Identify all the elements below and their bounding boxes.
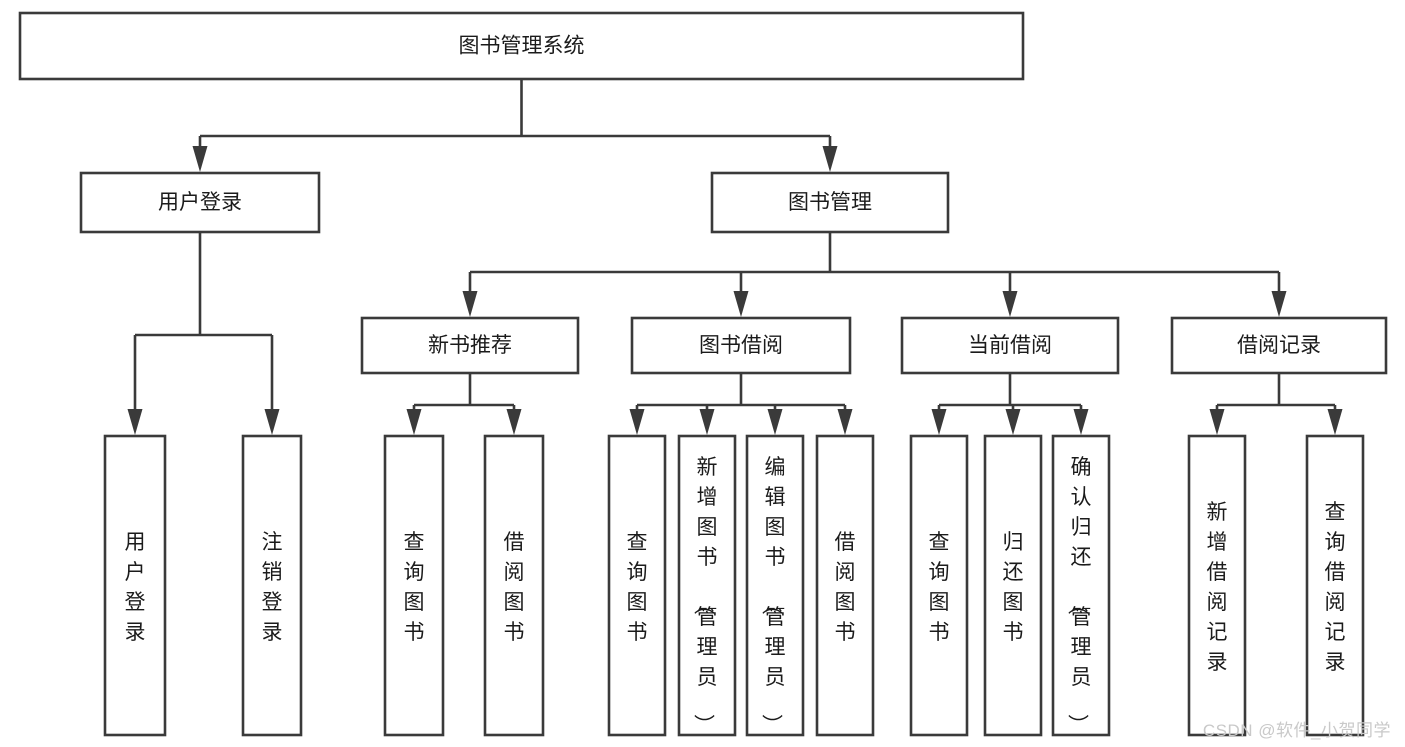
edge-group-root <box>192 79 838 172</box>
node-leaf-r-add[interactable]: 新增借阅记录 <box>1187 434 1247 737</box>
node-box-newrec[interactable] <box>360 316 580 375</box>
node-label-leaf-c-query: 查询图书 <box>929 531 950 644</box>
node-box-leaf-b-edit[interactable] <box>745 434 805 737</box>
node-box-leaf-logout[interactable] <box>241 434 303 737</box>
node-box-leaf-nr-borrow[interactable] <box>483 434 545 737</box>
node-leaf-nr-borrow[interactable]: 借阅图书 <box>483 434 545 737</box>
node-leaf-b-lend[interactable]: 借阅图书 <box>815 434 875 737</box>
node-leaf-c-confirm[interactable]: 确认归还（管理员） <box>1051 434 1111 737</box>
node-label-leaf-b-query: 查询图书 <box>627 531 648 644</box>
node-box-bookmgmt[interactable] <box>710 171 950 234</box>
node-box-leaf-c-confirm[interactable] <box>1051 434 1111 737</box>
node-box-leaf-b-query[interactable] <box>607 434 667 737</box>
node-label-leaf-logout: 注销登录 <box>262 531 283 644</box>
edges-layer <box>127 79 1343 435</box>
node-box-leaf-b-add[interactable] <box>677 434 737 737</box>
node-leaf-login[interactable]: 用户登录 <box>103 434 167 737</box>
node-label-leaf-r-add: 新增借阅记录 <box>1207 501 1228 674</box>
node-login[interactable]: 用户登录 <box>79 171 321 234</box>
node-leaf-c-query[interactable]: 查询图书 <box>909 434 969 737</box>
edge-group-newrec <box>406 373 522 435</box>
node-current[interactable]: 当前借阅 <box>900 316 1120 375</box>
node-leaf-logout[interactable]: 注销登录 <box>241 434 303 737</box>
node-label-newrec: 新书推荐 <box>428 334 512 357</box>
node-label-current: 当前借阅 <box>968 334 1052 357</box>
node-borrow[interactable]: 图书借阅 <box>630 316 852 375</box>
node-box-leaf-c-query[interactable] <box>909 434 969 737</box>
node-label-leaf-b-lend: 借阅图书 <box>835 531 856 644</box>
node-label-leaf-c-return: 归还图书 <box>1003 531 1024 644</box>
node-box-records[interactable] <box>1170 316 1388 375</box>
node-box-borrow[interactable] <box>630 316 852 375</box>
node-label-bookmgmt: 图书管理 <box>788 191 872 214</box>
node-leaf-c-return[interactable]: 归还图书 <box>983 434 1043 737</box>
node-box-current[interactable] <box>900 316 1120 375</box>
edge-group-records <box>1209 373 1343 435</box>
node-leaf-b-edit[interactable]: 编辑图书（管理员） <box>745 434 805 737</box>
node-box-leaf-r-query[interactable] <box>1305 434 1365 737</box>
watermark-text: CSDN @软件_小贺同学 <box>1202 721 1391 740</box>
node-box-leaf-nr-query[interactable] <box>383 434 445 737</box>
edge-group-current <box>931 373 1089 435</box>
node-label-leaf-nr-query: 查询图书 <box>404 531 425 644</box>
node-box-leaf-b-lend[interactable] <box>815 434 875 737</box>
node-label-leaf-b-add: 新增图书（管理员） <box>692 456 718 735</box>
node-label-root: 图书管理系统 <box>459 35 585 58</box>
nodes-layer: 图书管理系统用户登录图书管理新书推荐图书借阅当前借阅借阅记录用户登录注销登录查询… <box>18 11 1388 737</box>
node-label-borrow: 图书借阅 <box>699 334 783 357</box>
node-box-root[interactable] <box>18 11 1025 81</box>
node-label-leaf-r-query: 查询借阅记录 <box>1325 501 1346 674</box>
node-leaf-nr-query[interactable]: 查询图书 <box>383 434 445 737</box>
node-leaf-b-add[interactable]: 新增图书（管理员） <box>677 434 737 737</box>
node-bookmgmt[interactable]: 图书管理 <box>710 171 950 234</box>
node-box-leaf-login[interactable] <box>103 434 167 737</box>
edge-group-bookmgmt <box>462 232 1287 317</box>
node-newrec[interactable]: 新书推荐 <box>360 316 580 375</box>
node-label-leaf-login: 用户登录 <box>125 531 146 644</box>
node-leaf-r-query[interactable]: 查询借阅记录 <box>1305 434 1365 737</box>
node-label-leaf-nr-borrow: 借阅图书 <box>504 531 525 644</box>
edge-group-login <box>127 232 280 435</box>
node-root[interactable]: 图书管理系统 <box>18 11 1025 81</box>
node-box-leaf-r-add[interactable] <box>1187 434 1247 737</box>
node-label-leaf-b-edit: 编辑图书（管理员） <box>760 456 786 735</box>
node-label-login: 用户登录 <box>158 191 242 214</box>
node-box-login[interactable] <box>79 171 321 234</box>
node-box-leaf-c-return[interactable] <box>983 434 1043 737</box>
node-label-records: 借阅记录 <box>1237 334 1321 357</box>
node-records[interactable]: 借阅记录 <box>1170 316 1388 375</box>
node-label-leaf-c-confirm: 确认归还（管理员） <box>1066 456 1092 735</box>
edge-group-borrow <box>629 373 853 435</box>
node-leaf-b-query[interactable]: 查询图书 <box>607 434 667 737</box>
